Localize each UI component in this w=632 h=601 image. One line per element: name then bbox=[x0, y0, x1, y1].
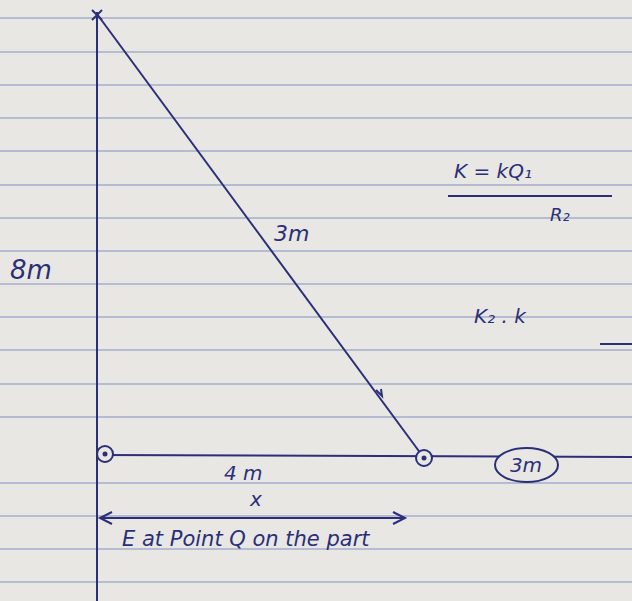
formula-text: K₂ . k bbox=[472, 305, 528, 327]
formula-numerator: K = kQ₁ bbox=[452, 160, 534, 182]
circled-value: 3m bbox=[493, 446, 560, 484]
ruled-lines bbox=[0, 18, 632, 582]
distance-label: 4 m bbox=[222, 462, 265, 484]
charge-dots bbox=[103, 452, 427, 461]
height-label: 8m bbox=[8, 256, 54, 285]
variable-label: x bbox=[248, 488, 264, 510]
charge-circles bbox=[97, 446, 432, 466]
hypotenuse-label: 3m bbox=[272, 222, 311, 246]
note-text: E at Point Q on the part bbox=[120, 528, 372, 551]
circled-text: 3m bbox=[508, 454, 544, 476]
formula-denominator: R₂ bbox=[548, 205, 572, 225]
triangle-figure bbox=[92, 10, 632, 601]
